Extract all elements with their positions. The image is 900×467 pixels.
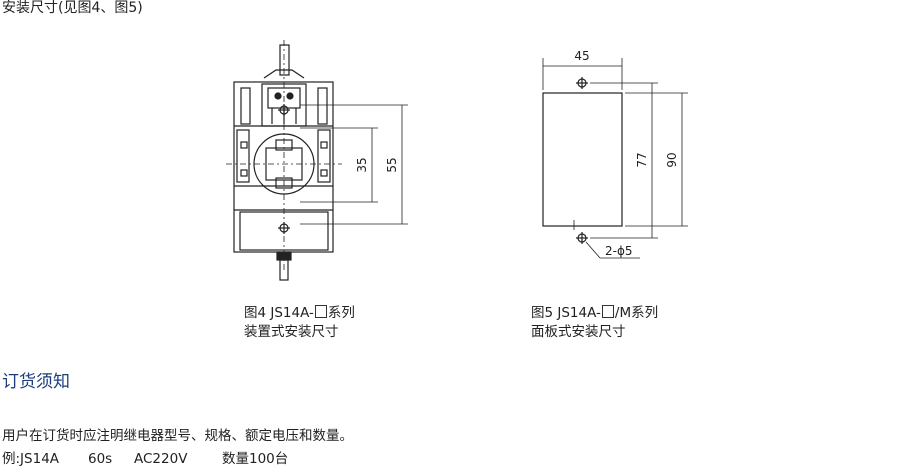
hole-spec-label: 2-ϕ5 (605, 244, 633, 258)
order-notes-title: 订货须知 (2, 372, 70, 392)
figure5-caption: 图5 JS14A- /M系列 面板式安装尺寸 (531, 304, 658, 342)
dim-45-label: 45 (574, 49, 589, 63)
order-notes-text: 用户在订货时应注明继电器型号、规格、额定电压和数量。 (2, 428, 353, 444)
placeholder-box-icon (314, 305, 327, 318)
example-voltage: AC220V (134, 451, 188, 467)
example-quantity: 数量100台 (222, 451, 289, 467)
figure5-caption-prefix: 图5 JS14A- (531, 305, 601, 321)
dimension-drawings: 35 55 45 77 90 2-ϕ5 (226, 40, 688, 281)
dim-55-label: 55 (385, 157, 399, 172)
dim-77-label: 77 (635, 152, 649, 167)
figure4-caption-line2: 装置式安装尺寸 (244, 324, 339, 340)
section-title: 安装尺寸(见图4、图5) (2, 0, 143, 16)
example-time: 60s (88, 451, 113, 467)
dim-35-label: 35 (355, 157, 369, 172)
dim-90-label: 90 (665, 152, 679, 167)
panel-cutout-outline (542, 92, 623, 227)
figure4-caption: 图4 JS14A- 系列 装置式安装尺寸 (244, 304, 355, 342)
example-model: 例:JS14A (2, 451, 60, 467)
top-knob (279, 44, 290, 76)
figure4-caption-suffix: 系列 (327, 305, 355, 321)
figure5-caption-line2: 面板式安装尺寸 (531, 324, 626, 340)
figure4-caption-prefix: 图4 JS14A- (244, 305, 314, 321)
placeholder-box-icon (601, 305, 614, 318)
figure5-drawing (542, 58, 688, 259)
figure4-drawing (226, 40, 408, 281)
figure5-caption-suffix: /M系列 (614, 305, 659, 321)
order-example: 例:JS14A 60s AC220V 数量100台 (2, 451, 288, 467)
